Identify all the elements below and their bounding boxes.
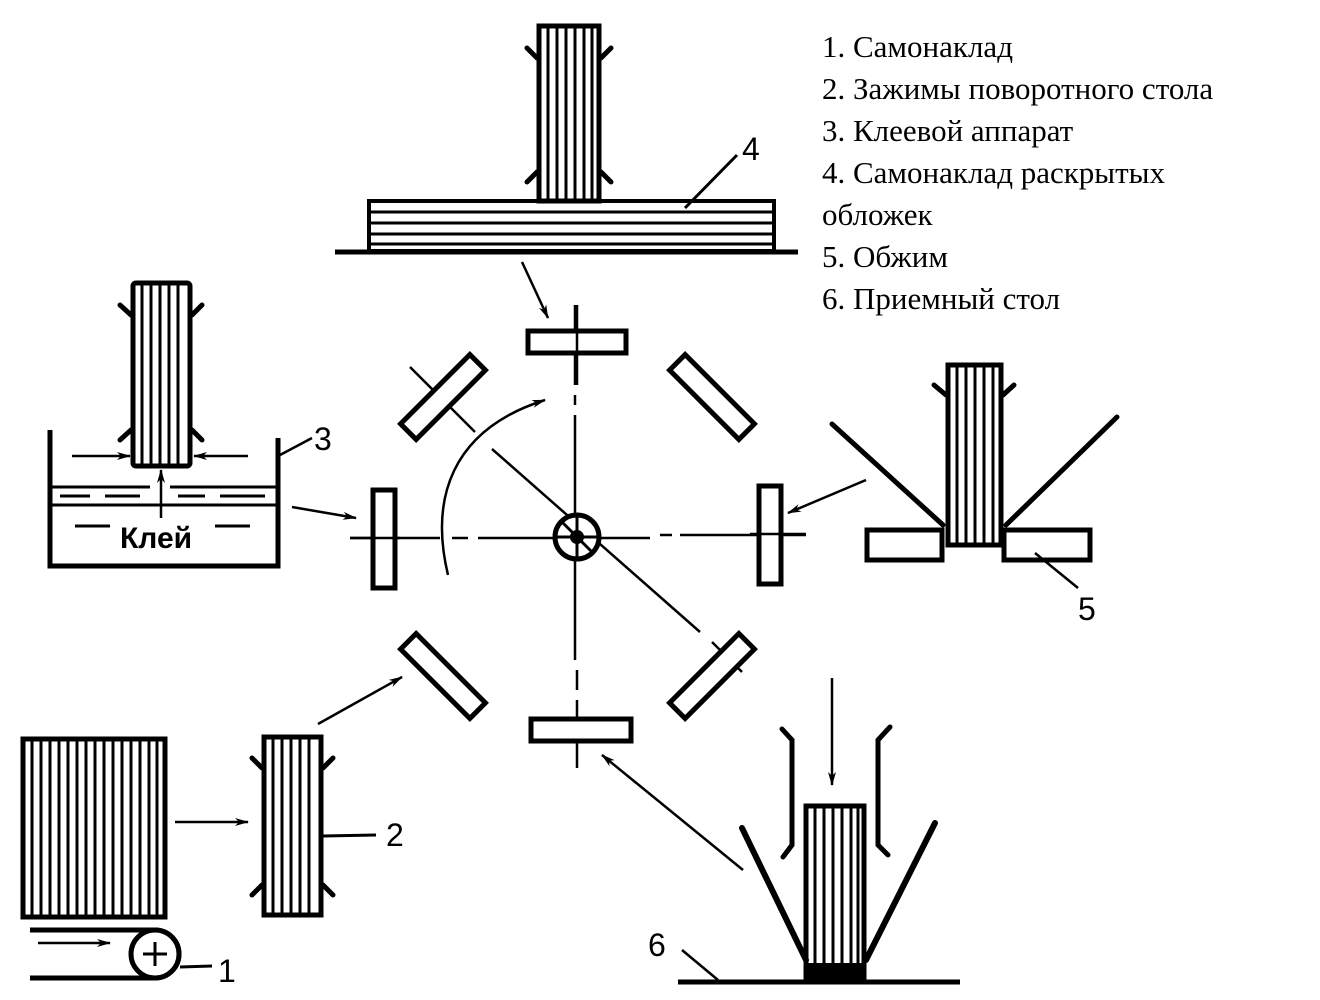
callout-4: 4 (742, 131, 760, 167)
arrow-to-bottom-clamp (601, 754, 744, 871)
crimp-jaw-right (1001, 527, 1093, 563)
glue-tank (47, 430, 281, 569)
cover-fold-left (829, 421, 946, 528)
glue-apparatus-station: Клей 3 (47, 280, 357, 569)
book-block-clamp-2 (249, 734, 336, 918)
guide-right (875, 724, 893, 858)
book-block-stack (20, 736, 168, 920)
callout-1-leader (179, 964, 213, 969)
guide-left (779, 726, 795, 860)
callout-4-leader (683, 153, 739, 210)
callout-6: 6 (648, 927, 666, 963)
legend-item-5: 5. Обжим (822, 239, 949, 274)
crimping-station: 5 (787, 362, 1120, 627)
legend-item-4-continued: обложек (822, 197, 933, 232)
cover-stack-layers (371, 210, 772, 246)
callout-5-leader (1034, 552, 1079, 589)
delivery-chute-right (863, 820, 938, 963)
book-block-glue (117, 280, 205, 469)
legend-item-3: 3. Клеевой аппарат (822, 113, 1074, 148)
book-block-crimp (931, 362, 1017, 548)
callout-1: 1 (218, 953, 236, 989)
callout-6-leader (681, 949, 719, 981)
glue-label: Клей (120, 522, 192, 555)
clamp-position-bottom-right (666, 630, 758, 722)
legend-item-6: 6. Приемный стол (822, 281, 1061, 316)
callout-3: 3 (314, 421, 332, 457)
clamp-position-bottom (528, 716, 634, 744)
delivery-chute-left (739, 825, 809, 963)
rotation-direction-arrow (440, 398, 546, 576)
book-block-delivery (803, 803, 867, 983)
callout-2: 2 (386, 817, 404, 853)
conveyor-belt (30, 927, 182, 981)
clamp-2-jaws (249, 755, 336, 898)
callout-5: 5 (1078, 591, 1096, 627)
book-block-top (524, 23, 614, 204)
cover-fold-right (1003, 414, 1120, 528)
arrow-to-top-clamp (520, 261, 550, 319)
clamp-jaws (524, 45, 614, 185)
delivery-table-station: 6 (601, 678, 960, 985)
glue-surface (52, 485, 276, 528)
callout-2-leader (322, 833, 377, 838)
legend: 1. Самонаклад 2. Зажимы поворотного стол… (822, 26, 1213, 320)
crimp-jaw-left (864, 527, 945, 563)
clamp-position-top-left (397, 351, 489, 443)
clamp-position-bottom-left (397, 630, 489, 722)
legend-item-1: 1. Самонаклад (822, 29, 1013, 64)
legend-item-2: 2. Зажимы поворотного стола (822, 71, 1214, 106)
feeder-station: 1 2 (20, 675, 404, 989)
arrow-to-bottom-left-clamp (317, 675, 403, 726)
arrow-to-left-clamp (291, 505, 357, 520)
legend-item-4: 4. Самонаклад раскрытых (822, 155, 1165, 190)
cover-feeder-station: 4 (335, 23, 798, 319)
arrow-to-right-clamp (787, 478, 867, 515)
callout-3-leader (279, 436, 313, 457)
rotary-table (350, 305, 806, 768)
clamp-position-top-right (666, 351, 758, 443)
